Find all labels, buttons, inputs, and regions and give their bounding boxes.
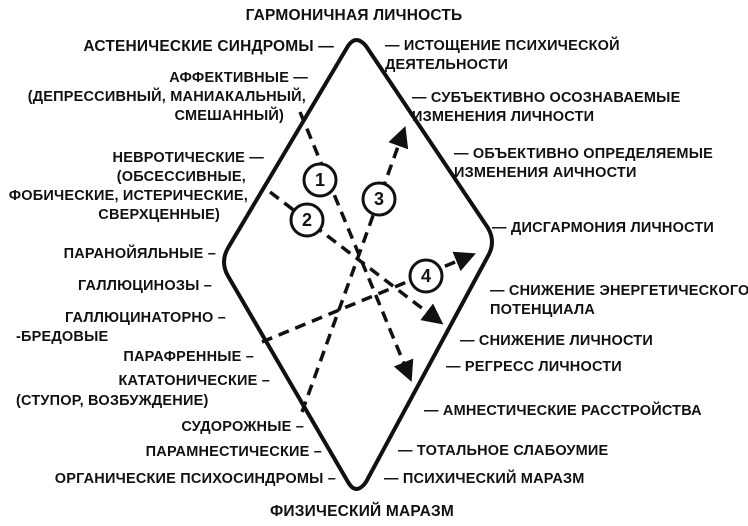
label-neurotic-3: ФОБИЧЕСКИЕ, ИСТЕРИЧЕСКИЕ, (8, 188, 248, 204)
label-exhaustion-1: — ИСТОЩЕНИЕ ПСИХИЧЕСКОЙ (385, 38, 620, 54)
label-subjective-2: ИЗМЕНЕНИЯ ЛИЧНОСТИ (412, 109, 595, 125)
label-paramnestic: ПАРАМНЕСТИЧЕСКИЕ – (145, 444, 322, 460)
label-neurotic-4: СВЕРХЦЕННЫЕ) (98, 207, 220, 223)
title-harmonious-personality: ГАРМОНИЧНАЯ ЛИЧНОСТЬ (245, 7, 463, 24)
label-asthenic: АСТЕНИЧЕСКИЕ СИНДРОМЫ — (83, 38, 334, 55)
rhombus-outline (222, 38, 494, 491)
marker-circle-2 (289, 202, 325, 238)
label-marasmus: — ПСИХИЧЕСКИЙ МАРАЗМ (384, 471, 585, 487)
arrow-path-1 (298, 111, 414, 382)
label-organic: ОРГАНИЧЕСКИЕ ПСИХОСИНДРОМЫ – (54, 471, 336, 487)
label-catatonic-2: (СТУПОР, ВОЗБУЖДЕНИЕ) (16, 393, 209, 409)
label-subjective-1: — СУБЪЕКТИВНО ОСОЗНАВАЕМЫЕ (412, 90, 681, 106)
label-catatonic-1: КАТАТОНИЧЕСКИЕ – (118, 373, 270, 389)
label-objective-1: — ОБЪЕКТИВНО ОПРЕДЕЛЯЕМЫЕ (454, 146, 713, 162)
arrow-path-3 (300, 126, 409, 413)
label-energy-2: ПОТЕНЦИАЛА (490, 302, 596, 318)
label-hallucinosis: ГАЛЛЮЦИНОЗЫ – (78, 278, 212, 294)
label-dementia: — ТОТАЛЬНОЕ СЛАБОУМИЕ (398, 443, 609, 459)
marker-circle-1 (302, 162, 338, 198)
marker-circle-4 (408, 258, 444, 294)
marker-circle-3 (361, 181, 397, 217)
marker-label-1: 1 (315, 170, 325, 190)
label-affective-1: АФФЕКТИВНЫЕ — (169, 70, 308, 86)
label-objective-2: ИЗМЕНЕНИЯ АИЧНОСТИ (454, 165, 637, 181)
label-disharmony: — ДИСГАРМОНИЯ ЛИЧНОСТИ (492, 220, 715, 236)
label-paraphrenic: ПАРАФРЕННЫЕ – (123, 349, 254, 365)
label-exhaustion-2: ДЕЯТЕЛЬНОСТИ (385, 57, 509, 73)
label-affective-3: СМЕШАННЫЙ) (174, 108, 284, 124)
marker-label-2: 2 (302, 210, 312, 230)
marker-label-3: 3 (374, 189, 384, 209)
marker-label-4: 4 (421, 266, 431, 286)
label-affective-2: (ДЕПРЕССИВНЫЙ, МАНИАКАЛЬНЫЙ, (27, 89, 306, 105)
label-hallucinatory-2: -БРЕДОВЫЕ (16, 329, 109, 345)
label-paranoid: ПАРАНОЙЯЛЬНЫЕ – (63, 246, 216, 262)
title-physical-marasmus: ФИЗИЧЕСКИЙ МАРАЗМ (270, 503, 454, 520)
label-hallucinatory-1: ГАЛЛЮЦИНАТОРНО – (65, 310, 226, 326)
label-amnestic: — АМНЕСТИЧЕСКИЕ РАССТРОЙСТВА (424, 403, 702, 419)
label-convulsive: СУДОРОЖНЫЕ – (181, 419, 304, 435)
label-regress: — РЕГРЕСС ЛИЧНОСТИ (446, 359, 622, 375)
label-neurotic-1: НЕВРОТИЧЕСКИЕ — (112, 150, 264, 166)
label-decline: — СНИЖЕНИЕ ЛИЧНОСТИ (460, 333, 653, 349)
label-neurotic-2: (ОБСЕССИВНЫЕ, (116, 169, 246, 185)
label-energy-1: — СНИЖЕНИЕ ЭНЕРГЕТИЧЕСКОГО (490, 283, 748, 299)
